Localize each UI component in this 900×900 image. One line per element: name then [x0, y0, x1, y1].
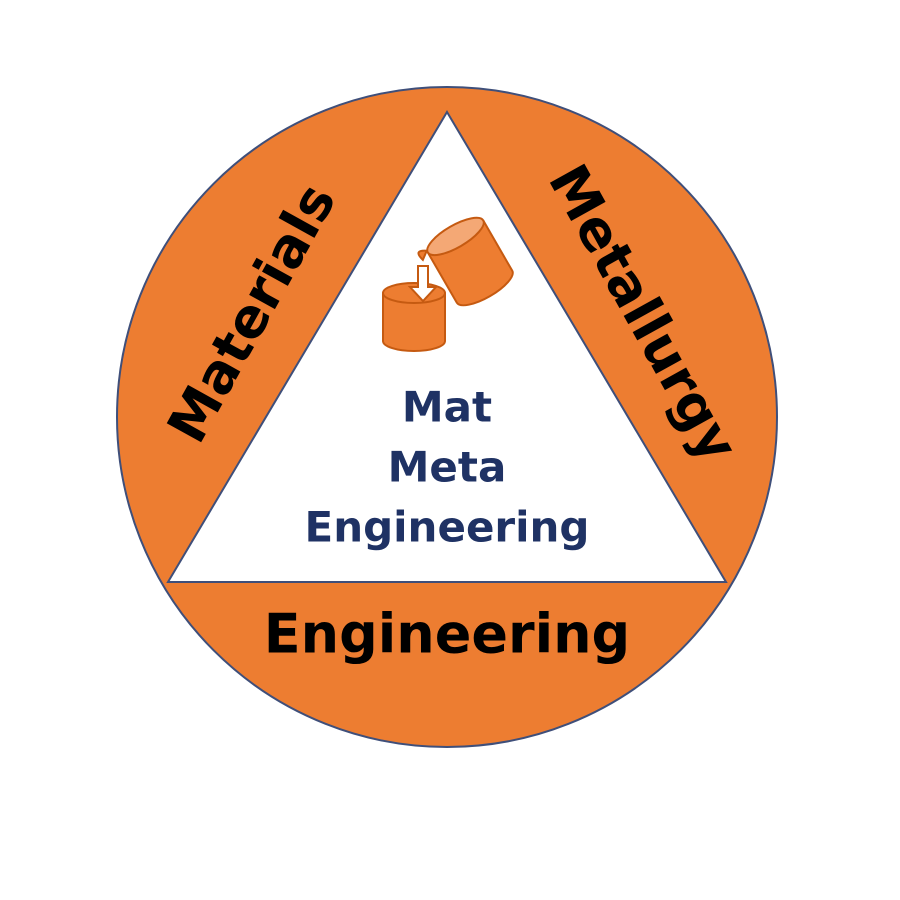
- center-line-engineering: Engineering: [305, 503, 590, 552]
- mold-cylinder: [382, 293, 446, 352]
- center-line-mat: Mat: [402, 383, 492, 432]
- inner-triangle: [166, 110, 728, 583]
- crucible: [417, 216, 514, 307]
- engineering-label: Engineering: [264, 603, 630, 666]
- pour-arrow-icon: [407, 265, 439, 303]
- crucible-rim: [426, 216, 485, 257]
- center-line-meta: Meta: [388, 443, 507, 492]
- pouring-crucible-icon: [382, 216, 514, 352]
- crucible-spout: [417, 249, 429, 262]
